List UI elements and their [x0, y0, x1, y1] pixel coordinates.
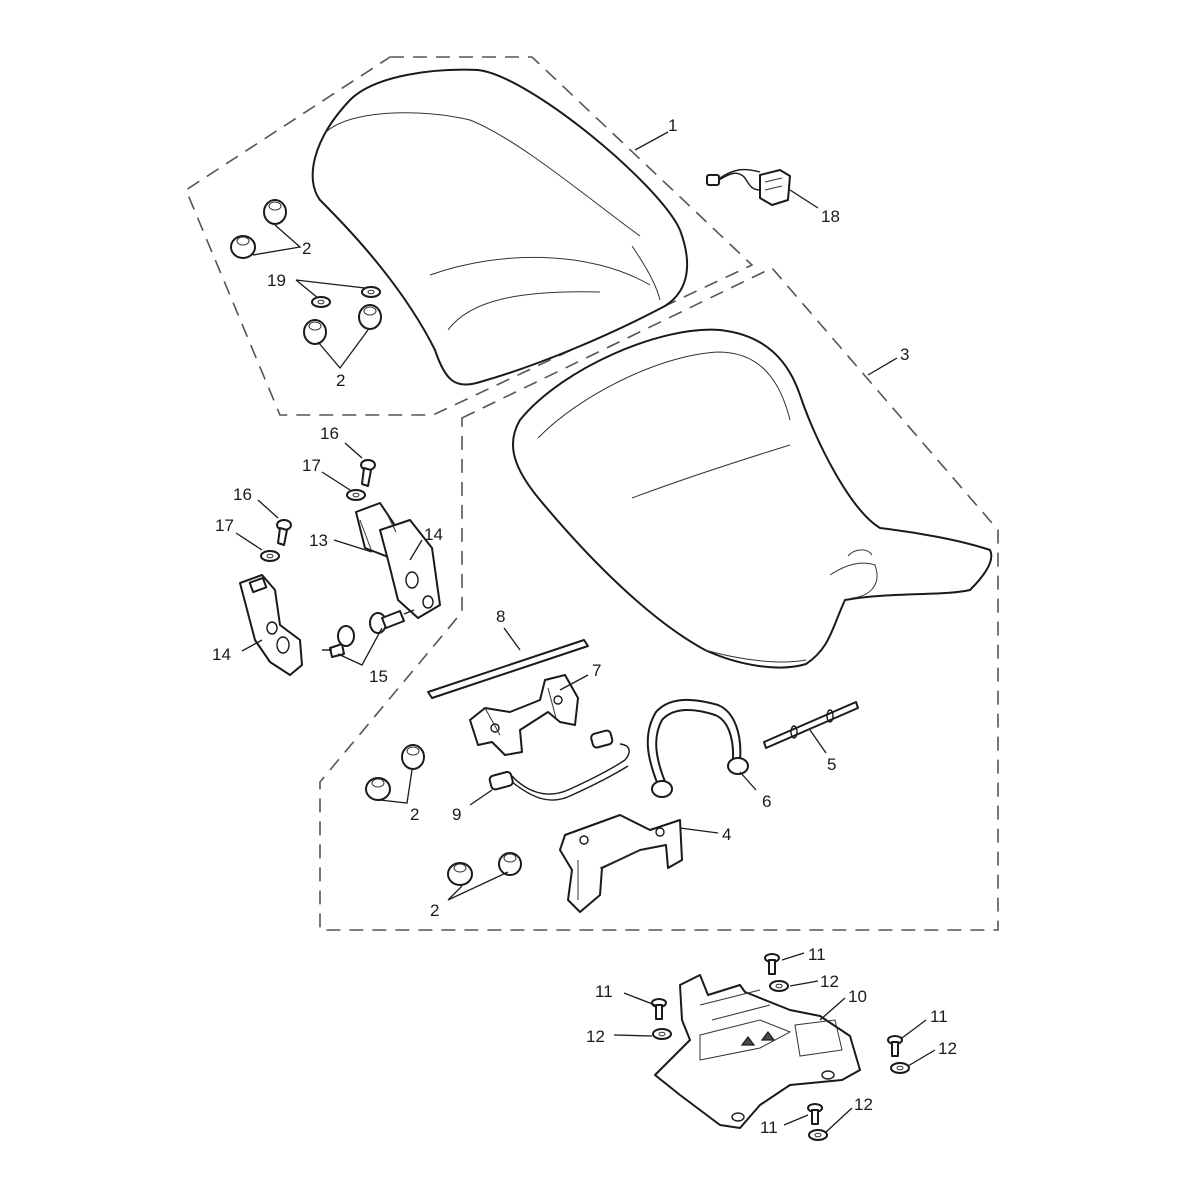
grommet	[358, 304, 382, 330]
callout-2: 2	[430, 901, 439, 920]
grommet	[303, 319, 327, 345]
callout-14: 14	[212, 645, 231, 664]
washer	[808, 1129, 828, 1141]
callout-16: 16	[233, 485, 252, 504]
bolt	[807, 1103, 823, 1125]
bolt	[887, 1035, 903, 1057]
grommet	[365, 777, 391, 801]
washer	[769, 980, 789, 992]
callout-14: 14	[424, 525, 443, 544]
grommet	[401, 744, 425, 770]
grommet	[263, 199, 287, 225]
washer	[361, 286, 381, 298]
bolt	[651, 998, 667, 1020]
callout-11: 11	[930, 1007, 948, 1026]
pillion-seat	[311, 68, 689, 386]
callout-2: 2	[410, 805, 419, 824]
washer	[260, 550, 280, 562]
seat-loop	[646, 698, 749, 798]
washer	[890, 1062, 910, 1074]
callout-3: 3	[900, 345, 909, 364]
callout-17: 17	[302, 456, 321, 475]
callout-9: 9	[452, 805, 461, 824]
callout-12: 12	[820, 972, 839, 991]
callout-2: 2	[336, 371, 345, 390]
callout-19: 19	[267, 271, 286, 290]
bolt	[764, 953, 780, 975]
pivot-pin	[369, 609, 415, 634]
callout-7: 7	[592, 661, 601, 680]
bolt	[276, 519, 292, 546]
leader-lines	[235, 131, 936, 1133]
callout-12: 12	[938, 1039, 957, 1058]
seat-hinge	[239, 574, 303, 676]
rider-seat-group-boundary	[319, 267, 999, 931]
callout-1: 1	[668, 116, 677, 135]
rear-seat-group-boundary	[185, 56, 754, 416]
callout-2: 2	[302, 239, 311, 258]
grommet	[498, 852, 522, 876]
seat-mount-bracket	[559, 814, 683, 913]
grommet	[230, 235, 256, 259]
callout-18: 18	[821, 207, 840, 226]
seat-pin	[763, 701, 859, 749]
rider-seat	[511, 328, 993, 669]
callout-11: 11	[760, 1118, 778, 1137]
seat-latch-hinge	[355, 502, 441, 619]
callout-4: 4	[722, 825, 731, 844]
callout-6: 6	[762, 792, 771, 811]
release-cable	[488, 729, 630, 801]
pivot-pin	[322, 625, 355, 658]
callout-17: 17	[215, 516, 234, 535]
seat-frame-mount	[654, 974, 861, 1129]
callout-5: 5	[827, 755, 836, 774]
callout-15: 15	[369, 667, 388, 686]
washer	[346, 489, 366, 501]
callout-16: 16	[320, 424, 339, 443]
rod	[427, 639, 589, 699]
harness-connector	[706, 168, 791, 206]
washer	[311, 296, 331, 308]
washer	[652, 1028, 672, 1040]
callout-10: 10	[848, 987, 867, 1006]
callout-11: 11	[808, 945, 826, 964]
latch-bracket	[469, 674, 579, 756]
callout-11: 11	[595, 982, 613, 1001]
callout-12: 12	[586, 1027, 605, 1046]
grommet	[447, 862, 473, 886]
callout-8: 8	[496, 607, 505, 626]
bolt	[360, 459, 376, 487]
callout-12: 12	[854, 1095, 873, 1114]
callout-13: 13	[309, 531, 328, 550]
